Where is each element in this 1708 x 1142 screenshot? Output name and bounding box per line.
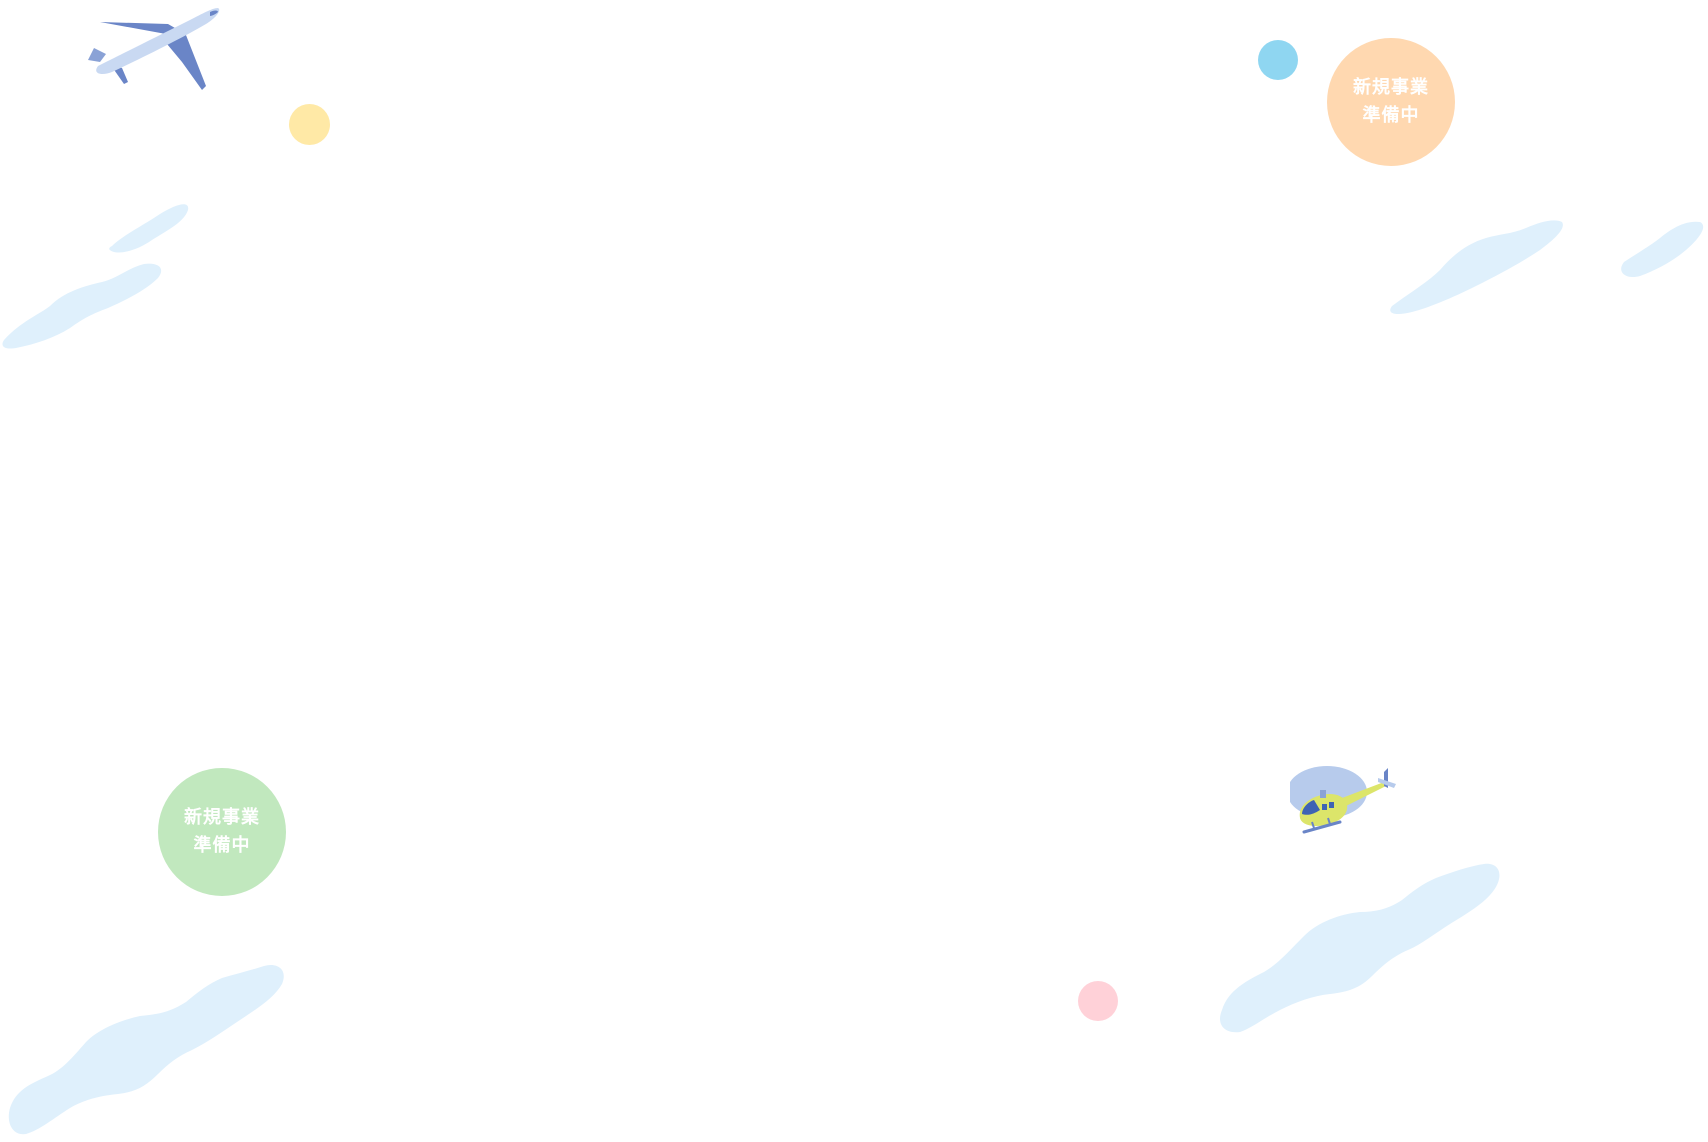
cloud-large-top-left bbox=[2, 263, 162, 349]
badge-line-2: 準備中 bbox=[193, 835, 251, 856]
badge-line-2: 準備中 bbox=[1362, 105, 1420, 126]
cloud-large-top-right bbox=[1390, 220, 1563, 314]
badge-line-1: 新規事業 bbox=[184, 807, 260, 828]
cloud-small-top-left bbox=[109, 204, 189, 253]
helicopter-icon bbox=[1290, 766, 1396, 834]
cloud-large-bottom-right bbox=[1220, 863, 1500, 1033]
badge-line-1: 新規事業 bbox=[1353, 77, 1429, 98]
pink-dot bbox=[1078, 981, 1118, 1021]
cloud-small-top-right bbox=[1621, 221, 1704, 278]
status-badge-bottom-left: 新規事業 準備中 bbox=[158, 768, 286, 896]
cloud-large-bottom-left bbox=[8, 964, 284, 1135]
blue-dot bbox=[1258, 40, 1298, 80]
status-badge-top-right: 新規事業 準備中 bbox=[1327, 38, 1455, 166]
airplane-icon bbox=[88, 8, 220, 90]
yellow-dot bbox=[289, 104, 330, 145]
